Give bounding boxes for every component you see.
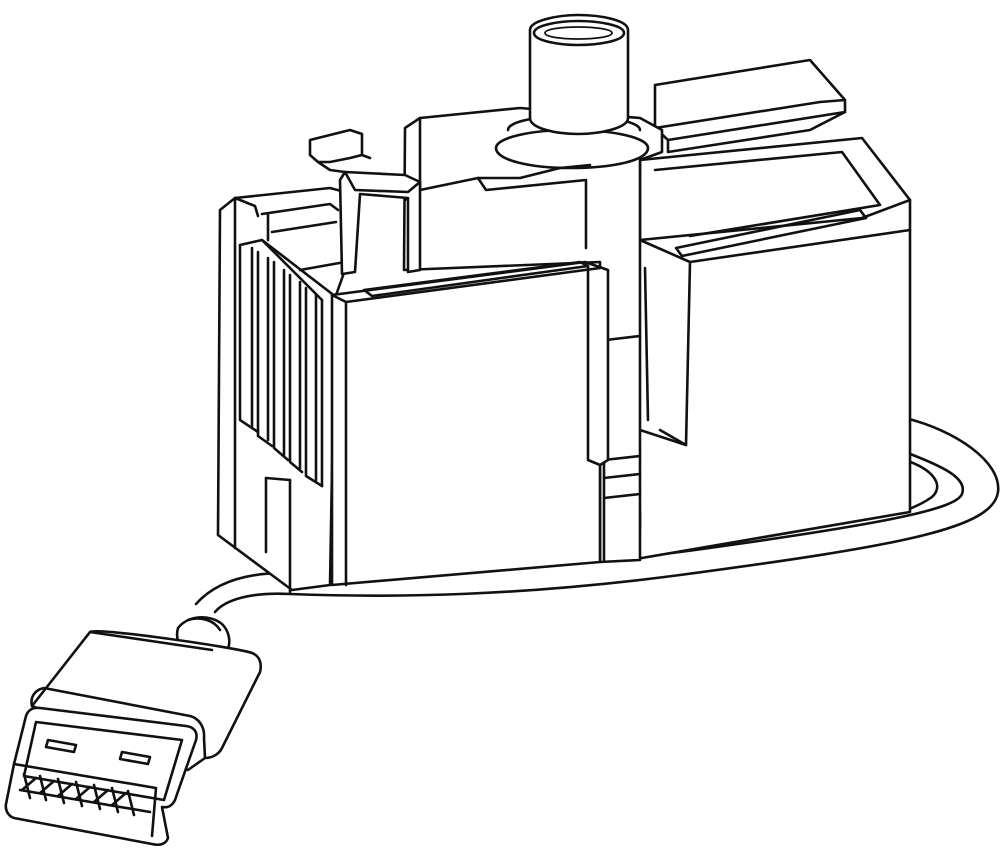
usb-a-shell-hole-left (44, 738, 78, 754)
usb-c-plug (528, 13, 630, 136)
housing-left (216, 186, 347, 594)
usb-a-contacts (18, 772, 152, 817)
housing-latch (308, 128, 422, 276)
housing-ribs (238, 238, 347, 488)
housing-right (626, 136, 912, 562)
housing-back-ledge (653, 58, 847, 154)
housing-front-block (330, 260, 610, 587)
usb-a-plug (4, 616, 263, 847)
usb-a-shell-hole-right (118, 750, 152, 766)
